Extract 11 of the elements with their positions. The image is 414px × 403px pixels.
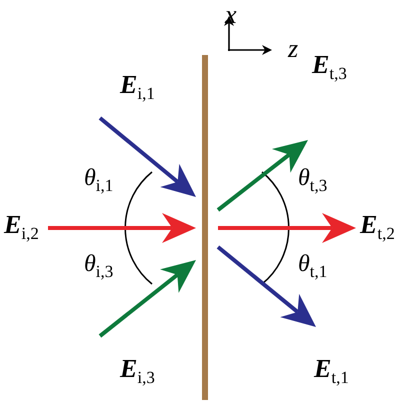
field-label: E$_{t,2}$ — [360, 212, 395, 242]
field-label: E$_{i,2}$ — [4, 212, 39, 242]
axis-label: z — [288, 36, 298, 62]
field-label: E$_{t,1}$ — [314, 356, 349, 386]
angle-label: θ$_{t,1}$ — [298, 252, 328, 280]
angle-label: θ$_{i,3}$ — [84, 252, 114, 280]
field-label: E$_{i,3}$ — [120, 356, 155, 386]
field-label: E$_{t,3}$ — [312, 52, 347, 82]
angle-label: θ$_{i,1}$ — [84, 166, 114, 194]
angle-label: θ$_{t,3}$ — [298, 166, 328, 194]
field-label: E$_{i,1}$ — [120, 72, 155, 102]
